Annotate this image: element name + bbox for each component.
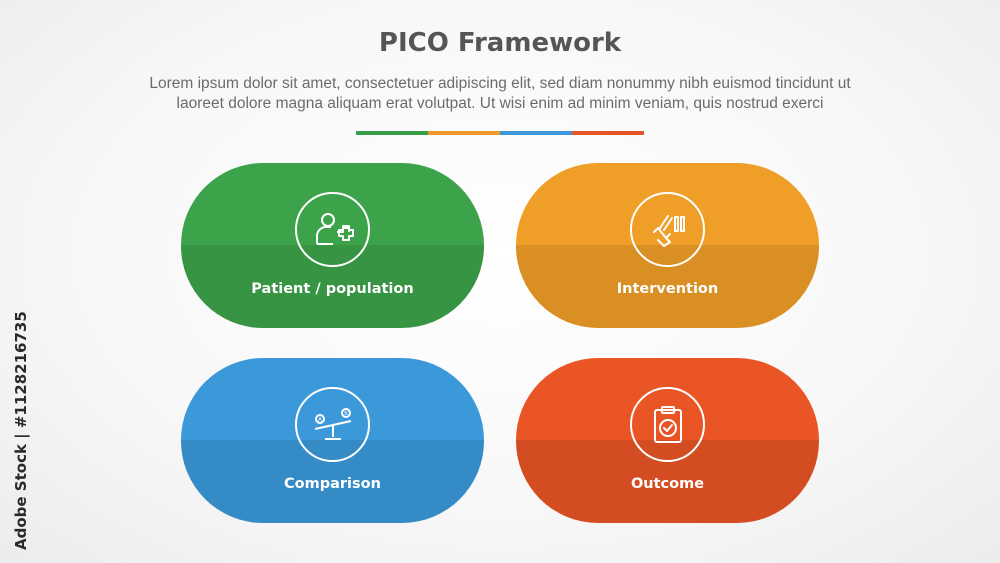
divider-segment-red bbox=[572, 131, 644, 135]
patient-plus-icon bbox=[295, 192, 370, 267]
svg-text:A: A bbox=[318, 417, 322, 423]
description-line-1: Lorem ipsum dolor sit amet, consectetuer… bbox=[149, 75, 851, 92]
clipboard-check-icon bbox=[630, 387, 705, 462]
description-line-2: laoreet dolore magna aliquam erat volutp… bbox=[176, 95, 824, 112]
color-divider bbox=[356, 131, 644, 135]
divider-segment-blue bbox=[500, 131, 572, 135]
divider-segment-green bbox=[356, 131, 428, 135]
svg-text:B: B bbox=[344, 411, 348, 417]
pill-patient: Patient / population bbox=[181, 163, 484, 328]
pill-label-patient: Patient / population bbox=[251, 281, 414, 297]
hand-medicine-icon bbox=[630, 192, 705, 267]
description: Lorem ipsum dolor sit amet, consectetuer… bbox=[60, 74, 940, 114]
page-title: PICO Framework bbox=[378, 28, 622, 58]
pill-comparison: A B Comparison bbox=[181, 358, 484, 523]
divider-segment-orange bbox=[428, 131, 500, 135]
pill-label-outcome: Outcome bbox=[630, 476, 705, 492]
pill-intervention: Intervention bbox=[516, 163, 819, 328]
pill-label-comparison: Comparison bbox=[284, 476, 381, 492]
watermark-stock-id: Adobe Stock | #1128216735 bbox=[12, 311, 30, 550]
pill-label-intervention: Intervention bbox=[616, 281, 719, 297]
pill-outcome: Outcome bbox=[516, 358, 819, 523]
seesaw-balance-icon: A B bbox=[295, 387, 370, 462]
